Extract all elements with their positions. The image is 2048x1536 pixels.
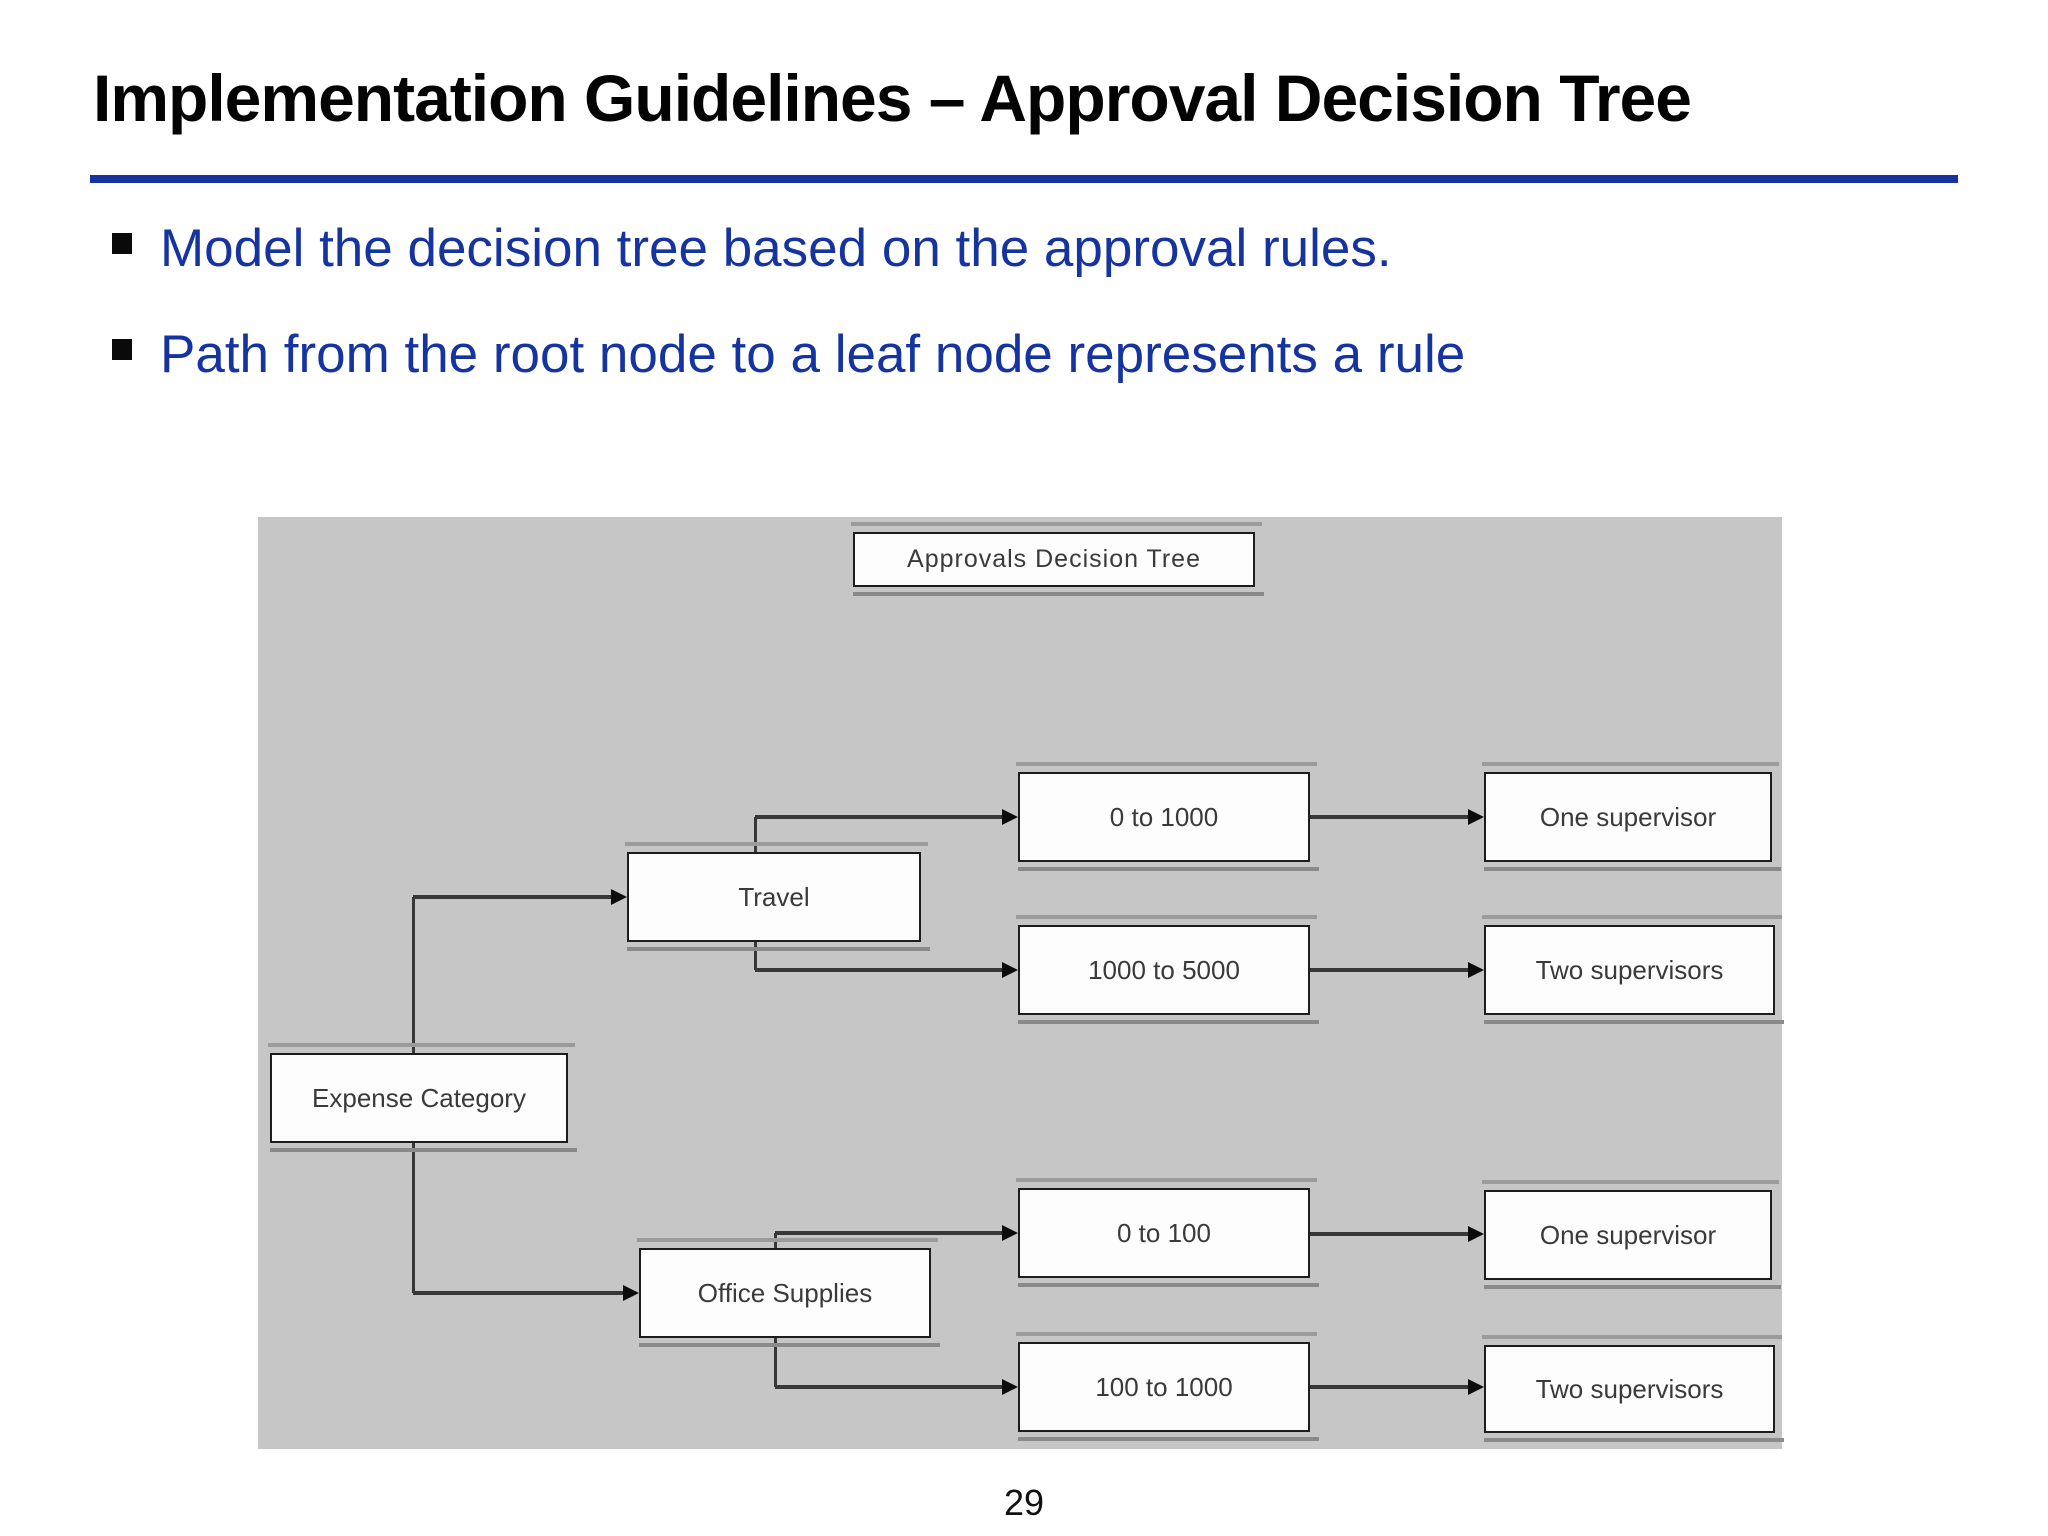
bullet-marker-icon xyxy=(112,339,132,360)
arrowhead-icon xyxy=(1468,1379,1484,1395)
arrowhead-icon xyxy=(623,1285,639,1301)
node-office: Office Supplies xyxy=(637,1238,940,1347)
node-label: Two supervisors xyxy=(1535,1373,1724,1404)
node-title: Approvals Decision Tree xyxy=(851,522,1264,596)
connector-segment-r100_1000-sup4 xyxy=(1310,1385,1470,1389)
node-label: 1000 to 5000 xyxy=(1088,954,1240,985)
connector-segment-office-r100_1000 xyxy=(775,1385,1004,1389)
bullet-item: Path from the root node to a leaf node r… xyxy=(112,322,1465,388)
connector-segment-r1000_5000-sup2 xyxy=(1310,968,1470,972)
node-label: Expense Category xyxy=(312,1082,526,1113)
connector-segment-travel-r0_1000 xyxy=(755,815,1004,819)
connector-segment-travel-r1000_5000 xyxy=(754,942,757,970)
node-sup3: One supervisor xyxy=(1482,1180,1781,1289)
connector-segment-expense-office xyxy=(413,1291,625,1295)
node-label: 0 to 1000 xyxy=(1109,801,1219,832)
node-label: 0 to 100 xyxy=(1117,1217,1211,1248)
arrowhead-icon xyxy=(1002,1225,1018,1241)
connector-segment-office-r100_1000 xyxy=(774,1338,777,1387)
connector-segment-travel-r0_1000 xyxy=(754,817,757,852)
arrowhead-icon xyxy=(611,889,627,905)
node-r0_1000: 0 to 1000 xyxy=(1016,762,1319,871)
node-label: One supervisor xyxy=(1539,801,1717,832)
node-label: Approvals Decision Tree xyxy=(907,545,1201,573)
node-label: One supervisor xyxy=(1539,1219,1717,1250)
bullet-text: Model the decision tree based on the app… xyxy=(160,219,1392,278)
page-number: 29 xyxy=(1003,1482,1045,1523)
arrowhead-icon xyxy=(1468,809,1484,825)
node-travel: Travel xyxy=(625,842,930,951)
bullet-text: Path from the root node to a leaf node r… xyxy=(160,325,1466,384)
node-label: Two supervisors xyxy=(1535,954,1724,985)
node-sup2: Two supervisors xyxy=(1482,915,1784,1024)
connector-segment-r0_100-sup3 xyxy=(1310,1232,1470,1236)
connector-segment-expense-travel xyxy=(413,895,613,899)
node-expense: Expense Category xyxy=(268,1043,577,1152)
bullet-item: Model the decision tree based on the app… xyxy=(112,216,1465,282)
arrowhead-icon xyxy=(1468,962,1484,978)
connector-segment-expense-travel xyxy=(412,897,415,1053)
node-label: Office Supplies xyxy=(697,1277,873,1308)
node-sup4: Two supervisors xyxy=(1482,1335,1784,1442)
title-underline-rule xyxy=(90,175,1958,183)
node-r1000_5000: 1000 to 5000 xyxy=(1016,915,1319,1024)
node-r0_100: 0 to 100 xyxy=(1016,1178,1319,1287)
arrowhead-icon xyxy=(1468,1226,1484,1242)
bullet-list: Model the decision tree based on the app… xyxy=(112,216,1465,428)
arrowhead-icon xyxy=(1002,962,1018,978)
node-label: 100 to 1000 xyxy=(1095,1371,1233,1402)
bullet-marker-icon xyxy=(112,233,132,254)
node-label: Travel xyxy=(738,881,810,912)
node-r100_1000: 100 to 1000 xyxy=(1016,1332,1319,1441)
arrowhead-icon xyxy=(1002,1379,1018,1395)
connector-segment-travel-r1000_5000 xyxy=(755,968,1004,972)
connector-segment-office-r0_100 xyxy=(775,1231,1004,1235)
node-sup1: One supervisor xyxy=(1482,762,1781,871)
slide-title: Implementation Guidelines – Approval Dec… xyxy=(93,61,1692,135)
connector-segment-r0_1000-sup1 xyxy=(1310,815,1470,819)
arrowhead-icon xyxy=(1002,809,1018,825)
connector-segment-expense-office xyxy=(412,1143,415,1293)
